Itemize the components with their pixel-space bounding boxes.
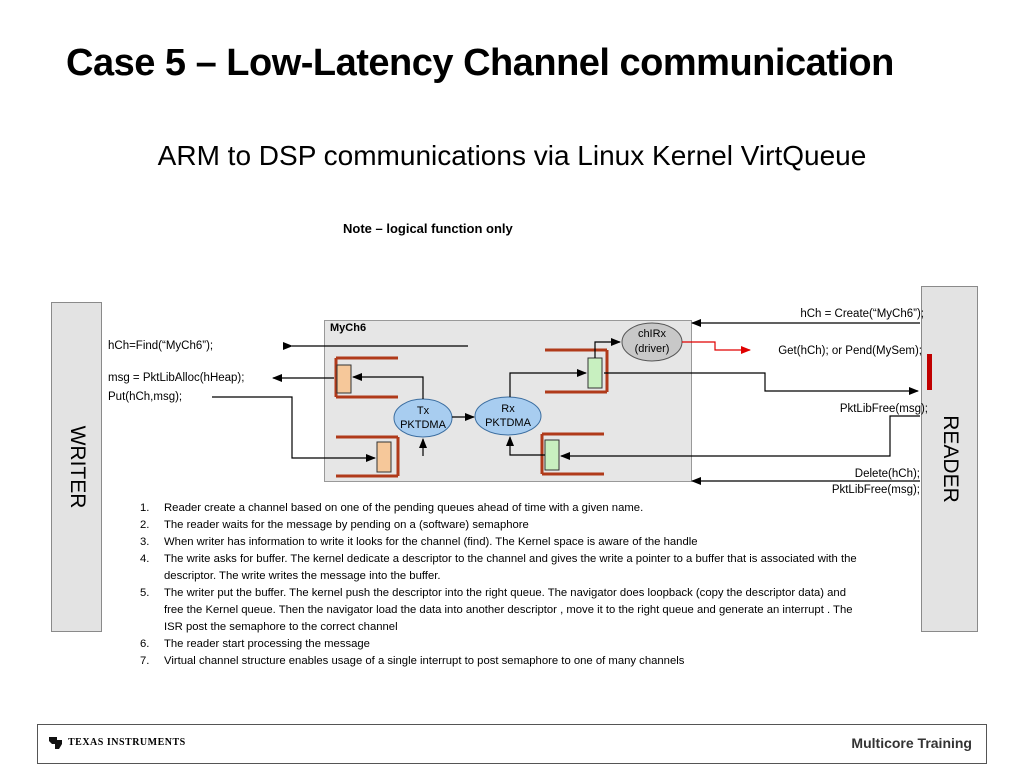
rx-free-buffer xyxy=(587,357,603,389)
list-item: 5.The writer put the buffer. The kernel … xyxy=(140,587,853,633)
slide-title: Case 5 – Low-Latency Channel communicati… xyxy=(66,42,894,84)
chlrx-driver-label: chIRx (driver) xyxy=(622,327,682,357)
rx-pktdma xyxy=(474,396,542,436)
rx-pktdma-line2: PKTDMA xyxy=(485,417,531,429)
reader-free-call-2: PktLibFree(msg); xyxy=(831,484,920,496)
reader-create-call: hCh = Create(“MyCh6”); xyxy=(800,308,924,320)
list-item: 2.The reader waits for the message by pe… xyxy=(140,519,529,531)
steps-list: 1.Reader create a channel based on one o… xyxy=(140,500,860,670)
writer-put-call: Put(hCh,msg); xyxy=(108,391,183,403)
list-item: 7.Virtual channel structure enables usag… xyxy=(140,655,685,667)
reader-free-call: PktLibFree(msg); xyxy=(839,403,928,415)
interrupt-arrow xyxy=(682,341,751,354)
ti-logo-icon xyxy=(49,737,62,749)
semaphore-bar xyxy=(927,354,932,390)
footer-bar xyxy=(37,724,987,764)
writer-alloc-call: msg = PktLibAlloc(hHeap); xyxy=(108,372,245,384)
tx-pktdma-line2: PKTDMA xyxy=(400,419,446,431)
writer-panel: WRITER xyxy=(51,302,102,632)
reader-delete-call: Delete(hCh); xyxy=(854,468,920,480)
chlrx-line2: (driver) xyxy=(634,343,670,355)
reader-get-call: Get(hCh); or Pend(MySem); xyxy=(778,345,922,357)
tx-submit-queue xyxy=(336,435,400,478)
list-item: 4.The write asks for buffer. The kernel … xyxy=(140,553,857,582)
tx-free-queue xyxy=(334,356,398,399)
rx-receive-queue xyxy=(540,432,604,476)
chlrx-line1: chIRx xyxy=(637,328,667,340)
tx-submit-buffer xyxy=(376,441,392,473)
channel-diagram xyxy=(212,319,932,485)
multicore-training: Multicore Training xyxy=(851,735,972,751)
rx-free-queue xyxy=(545,348,609,394)
tx-pktdma-line1: Tx xyxy=(416,405,430,417)
channel-name: MyCh6 xyxy=(330,322,367,334)
ti-brand: Texas Instruments xyxy=(68,737,186,748)
rx-pktdma-line1: Rx xyxy=(501,403,515,415)
reader-panel: READER xyxy=(921,286,978,632)
tx-pktdma-label: Tx PKTDMA xyxy=(394,404,452,432)
writer-find-call: hCh=Find(“MyCh6”); xyxy=(108,340,214,352)
slide-subtitle: ARM to DSP communications via Linux Kern… xyxy=(157,140,867,171)
list-item: 6.The reader start processing the messag… xyxy=(140,638,370,650)
rx-pktdma-label: Rx PKTDMA xyxy=(475,402,541,430)
note-text: Note – logical function only xyxy=(343,221,513,236)
tx-free-buffer xyxy=(336,364,352,394)
list-item: 1.Reader create a channel based on one o… xyxy=(140,502,644,514)
rx-receive-buffer xyxy=(544,439,560,471)
list-item: 3.When writer has information to write i… xyxy=(140,536,698,548)
